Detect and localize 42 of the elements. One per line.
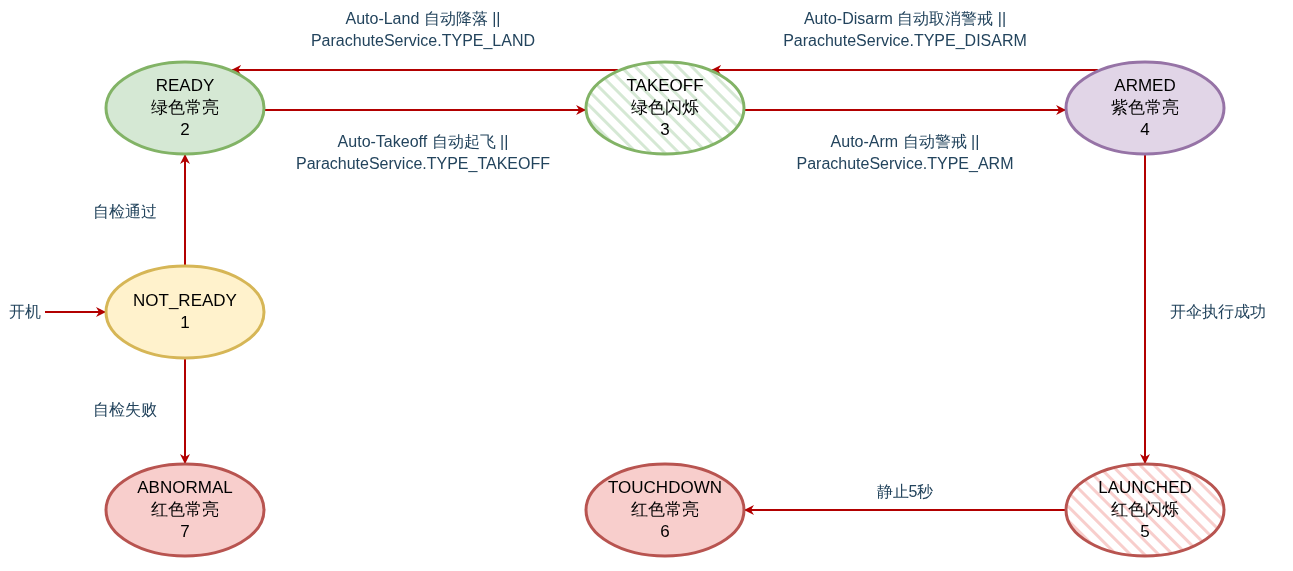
state-color-text: 绿色常亮 [151,97,219,119]
arrow [44,307,106,317]
edge-label: Auto-Disarm 自动取消警戒 || ParachuteService.TYPE_DISARM [781,8,1029,52]
state-number: 3 [660,119,670,141]
state-color-text: 红色常亮 [631,499,699,521]
state-ellipse [583,461,747,559]
state-color-text: 紫色常亮 [1111,97,1179,119]
state-color-text: 绿色闪烁 [631,97,699,119]
state-ellipse [103,461,267,559]
state-name: NOT_READY [133,290,237,312]
state-number: 1 [180,312,190,334]
state-ellipse [1063,461,1227,559]
state-color-text: 红色常亮 [151,499,219,521]
arrow [231,65,619,75]
state-number: 2 [180,119,190,141]
state-number: 4 [1140,119,1150,141]
edge-label: Auto-Takeoff 自动起飞 || ParachuteService.TYPE_TAKEOFF [294,131,552,175]
arrow [180,358,190,464]
start-label: 开机 [5,300,45,324]
arrow [743,105,1067,115]
state-ellipse [103,59,267,157]
state-name: TAKEOFF [626,75,704,97]
state-name: TOUCHDOWN [608,477,722,499]
edge-label: 开伞执行成功 [1168,301,1268,323]
state-ellipse [1063,59,1227,157]
state-color-text: 红色闪烁 [1111,499,1179,521]
arrow [711,65,1099,75]
state-name: LAUNCHED [1098,477,1192,499]
state-number: 6 [660,521,670,543]
state-ellipse [583,59,747,157]
state-number: 5 [1140,521,1150,543]
arrow [1140,154,1150,464]
arrow [744,505,1066,515]
edge-label: 静止5秒 [874,481,936,503]
state-name: ARMED [1114,75,1176,97]
state-ellipse [103,263,267,361]
arrow [263,105,587,115]
edge-label: Auto-Arm 自动警戒 || ParachuteService.TYPE_ARM [794,131,1016,175]
arrow [180,154,190,266]
state-number: 7 [180,521,190,543]
state-name: ABNORMAL [137,477,233,499]
state-name: READY [155,75,215,97]
